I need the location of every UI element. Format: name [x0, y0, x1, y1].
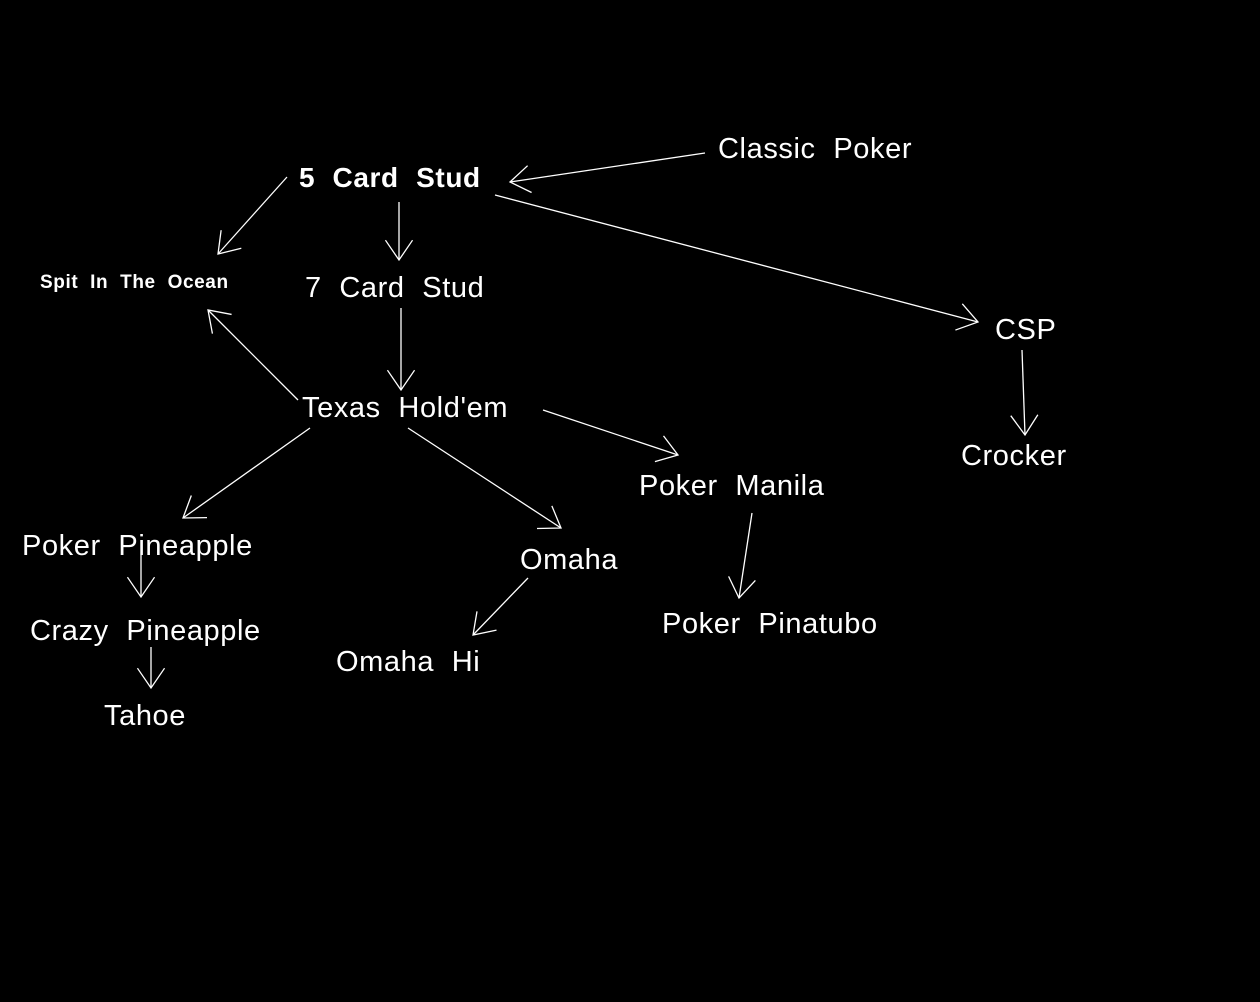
- edge-texas-holdem-to-spit-in-the-ocean: [207, 309, 299, 401]
- node-csp: CSP: [995, 314, 1056, 346]
- arrowhead-icon: [207, 309, 232, 334]
- node-classic-poker: Classic Poker: [718, 133, 912, 165]
- arrowhead-icon: [654, 435, 680, 463]
- arrowhead-icon: [126, 576, 156, 599]
- edge-crazy-pineapple-to-tahoe: [136, 647, 166, 690]
- arrowhead-icon: [955, 303, 980, 331]
- edge-five-card-stud-to-seven-card-stud: [384, 202, 414, 262]
- arrowhead-icon: [1010, 414, 1039, 437]
- node-poker-pineapple: Poker Pineapple: [22, 530, 253, 562]
- arrowhead-icon: [384, 239, 414, 262]
- node-poker-manila: Poker Manila: [639, 470, 825, 502]
- node-spit-in-the-ocean: Spit In The Ocean: [40, 272, 229, 293]
- node-omaha: Omaha: [520, 544, 618, 576]
- node-crocker: Crocker: [961, 440, 1067, 472]
- edge-poker-manila-to-poker-pinatubo: [728, 512, 756, 600]
- node-tahoe: Tahoe: [104, 700, 186, 732]
- node-5-card-stud: 5 Card Stud: [299, 162, 481, 193]
- edge-five-card-stud-to-spit-in-the-ocean: [217, 176, 288, 255]
- edge-line: [217, 176, 288, 255]
- edge-texas-holdem-to-poker-manila: [542, 409, 680, 463]
- edges: [126, 152, 1039, 690]
- edge-seven-card-stud-to-texas-holdem: [386, 308, 416, 392]
- edge-texas-holdem-to-poker-pineapple: [182, 427, 311, 519]
- node-texas-holdem: Texas Hold'em: [302, 392, 508, 424]
- edge-line: [509, 152, 706, 183]
- edge-line: [472, 577, 529, 636]
- edge-line: [207, 309, 299, 401]
- edge-line: [738, 512, 753, 599]
- edge-line: [542, 409, 679, 456]
- edge-omaha-to-omaha-hi: [472, 577, 529, 636]
- node-omaha-hi: Omaha Hi: [336, 646, 480, 678]
- arrowhead-icon: [508, 165, 532, 194]
- arrowhead-icon: [136, 667, 166, 690]
- arrowhead-icon: [386, 369, 416, 392]
- edge-line: [407, 427, 562, 529]
- node-crazy-pineapple: Crazy Pineapple: [30, 615, 261, 647]
- arrowhead-icon: [217, 230, 242, 255]
- edge-line: [494, 194, 979, 323]
- arrowhead-icon: [536, 505, 562, 530]
- arrowhead-icon: [472, 611, 497, 636]
- edge-line: [1021, 349, 1026, 436]
- edge-five-card-stud-to-csp: [494, 194, 980, 331]
- node-7-card-stud: 7 Card Stud: [305, 272, 484, 304]
- edge-classic-poker-to-five-card-stud: [508, 152, 706, 194]
- arrowhead-icon: [182, 495, 208, 519]
- arrowhead-icon: [728, 576, 756, 600]
- edge-texas-holdem-to-omaha: [407, 427, 562, 530]
- nodes: Classic Poker 5 Card Stud Spit In The Oc…: [22, 133, 1067, 732]
- edge-csp-to-crocker: [1010, 349, 1039, 437]
- edge-poker-pineapple-to-crazy-pineapple: [126, 555, 156, 599]
- edge-line: [182, 427, 311, 519]
- node-poker-pinatubo: Poker Pinatubo: [662, 608, 878, 640]
